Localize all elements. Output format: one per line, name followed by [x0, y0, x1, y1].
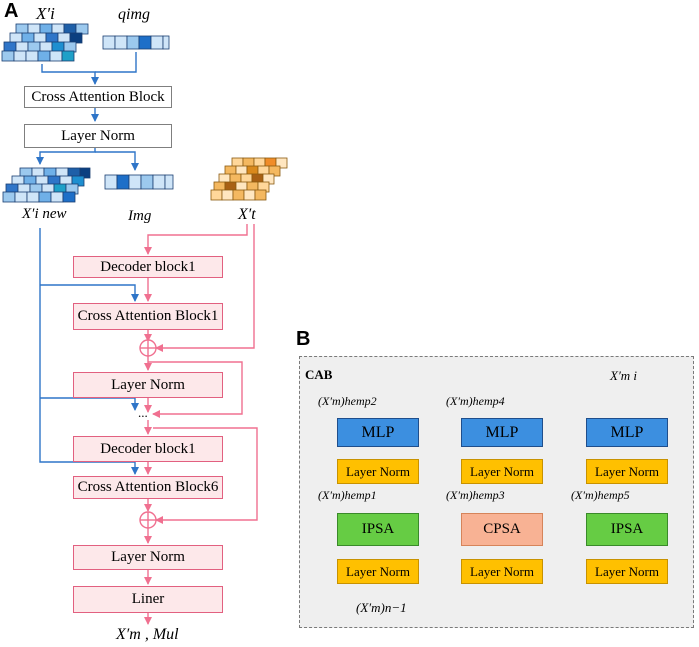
col3-label-lower: (X′m)hemp5: [571, 488, 630, 502]
col1-label-upper: (X′m)hemp2: [318, 394, 377, 408]
col1-layer-norm-lower: Layer Norm: [337, 559, 419, 584]
liner-block: Liner: [73, 586, 223, 613]
q-img-token-row-icon: [102, 35, 170, 50]
col2-layer-norm-lower: Layer Norm: [461, 559, 543, 584]
output-label: X′m , Mul: [116, 626, 179, 643]
col3-mlp: MLP: [586, 418, 668, 447]
cross-attention-block: Cross Attention Block: [24, 86, 172, 108]
col3-output-label: X′m i: [610, 368, 638, 383]
col1-ipsa: IPSA: [337, 513, 419, 546]
panel-a-pink-connectors: [139, 224, 258, 625]
panel-a-blue-connectors: [36, 52, 139, 475]
img-token-row-icon: [104, 174, 174, 190]
col2-layer-norm-upper: Layer Norm: [461, 459, 543, 484]
col2-mlp: MLP: [461, 418, 543, 447]
x-t-token-stack-icon: [210, 157, 288, 201]
col1-label-lower: (X′m)hemp1: [318, 488, 377, 502]
cross-attention-block-6: Cross Attention Block6: [73, 476, 223, 499]
col2-label-lower: (X′m)hemp3: [446, 488, 505, 502]
col1-layer-norm-upper: Layer Norm: [337, 459, 419, 484]
q-img-label: qimg: [118, 6, 150, 23]
layer-norm-final: Layer Norm: [73, 545, 223, 570]
x-t-label: X′t: [238, 206, 256, 223]
cab-title: CAB: [305, 367, 333, 382]
x-i-token-stack-icon: [1, 23, 89, 62]
col3-layer-norm-upper: Layer Norm: [586, 459, 668, 484]
col2-label-upper: (X′m)hemp4: [446, 394, 505, 408]
cross-attention-block-1: Cross Attention Block1: [73, 303, 223, 330]
x-i-new-label: X′i new: [22, 206, 67, 222]
stack-ellipsis: ...: [138, 405, 148, 420]
col3-ipsa: IPSA: [586, 513, 668, 546]
x-i-label: X′i: [36, 4, 55, 23]
col1-mlp: MLP: [337, 418, 419, 447]
layer-norm-1: Layer Norm: [73, 372, 223, 398]
panel-b-letter: B: [296, 328, 311, 350]
layer-norm-top: Layer Norm: [24, 124, 172, 148]
col1-input-label: (X′m)n−1: [356, 600, 407, 615]
img-label: Img: [128, 208, 152, 224]
panel-a-letter: A: [4, 0, 19, 22]
decoder-block-1: Decoder block1: [73, 256, 223, 278]
decoder-block-6: Decoder block1: [73, 436, 223, 462]
x-i-new-token-stack-icon: [2, 167, 91, 203]
col2-cpsa: CPSA: [461, 513, 543, 546]
col3-layer-norm-lower: Layer Norm: [586, 559, 668, 584]
